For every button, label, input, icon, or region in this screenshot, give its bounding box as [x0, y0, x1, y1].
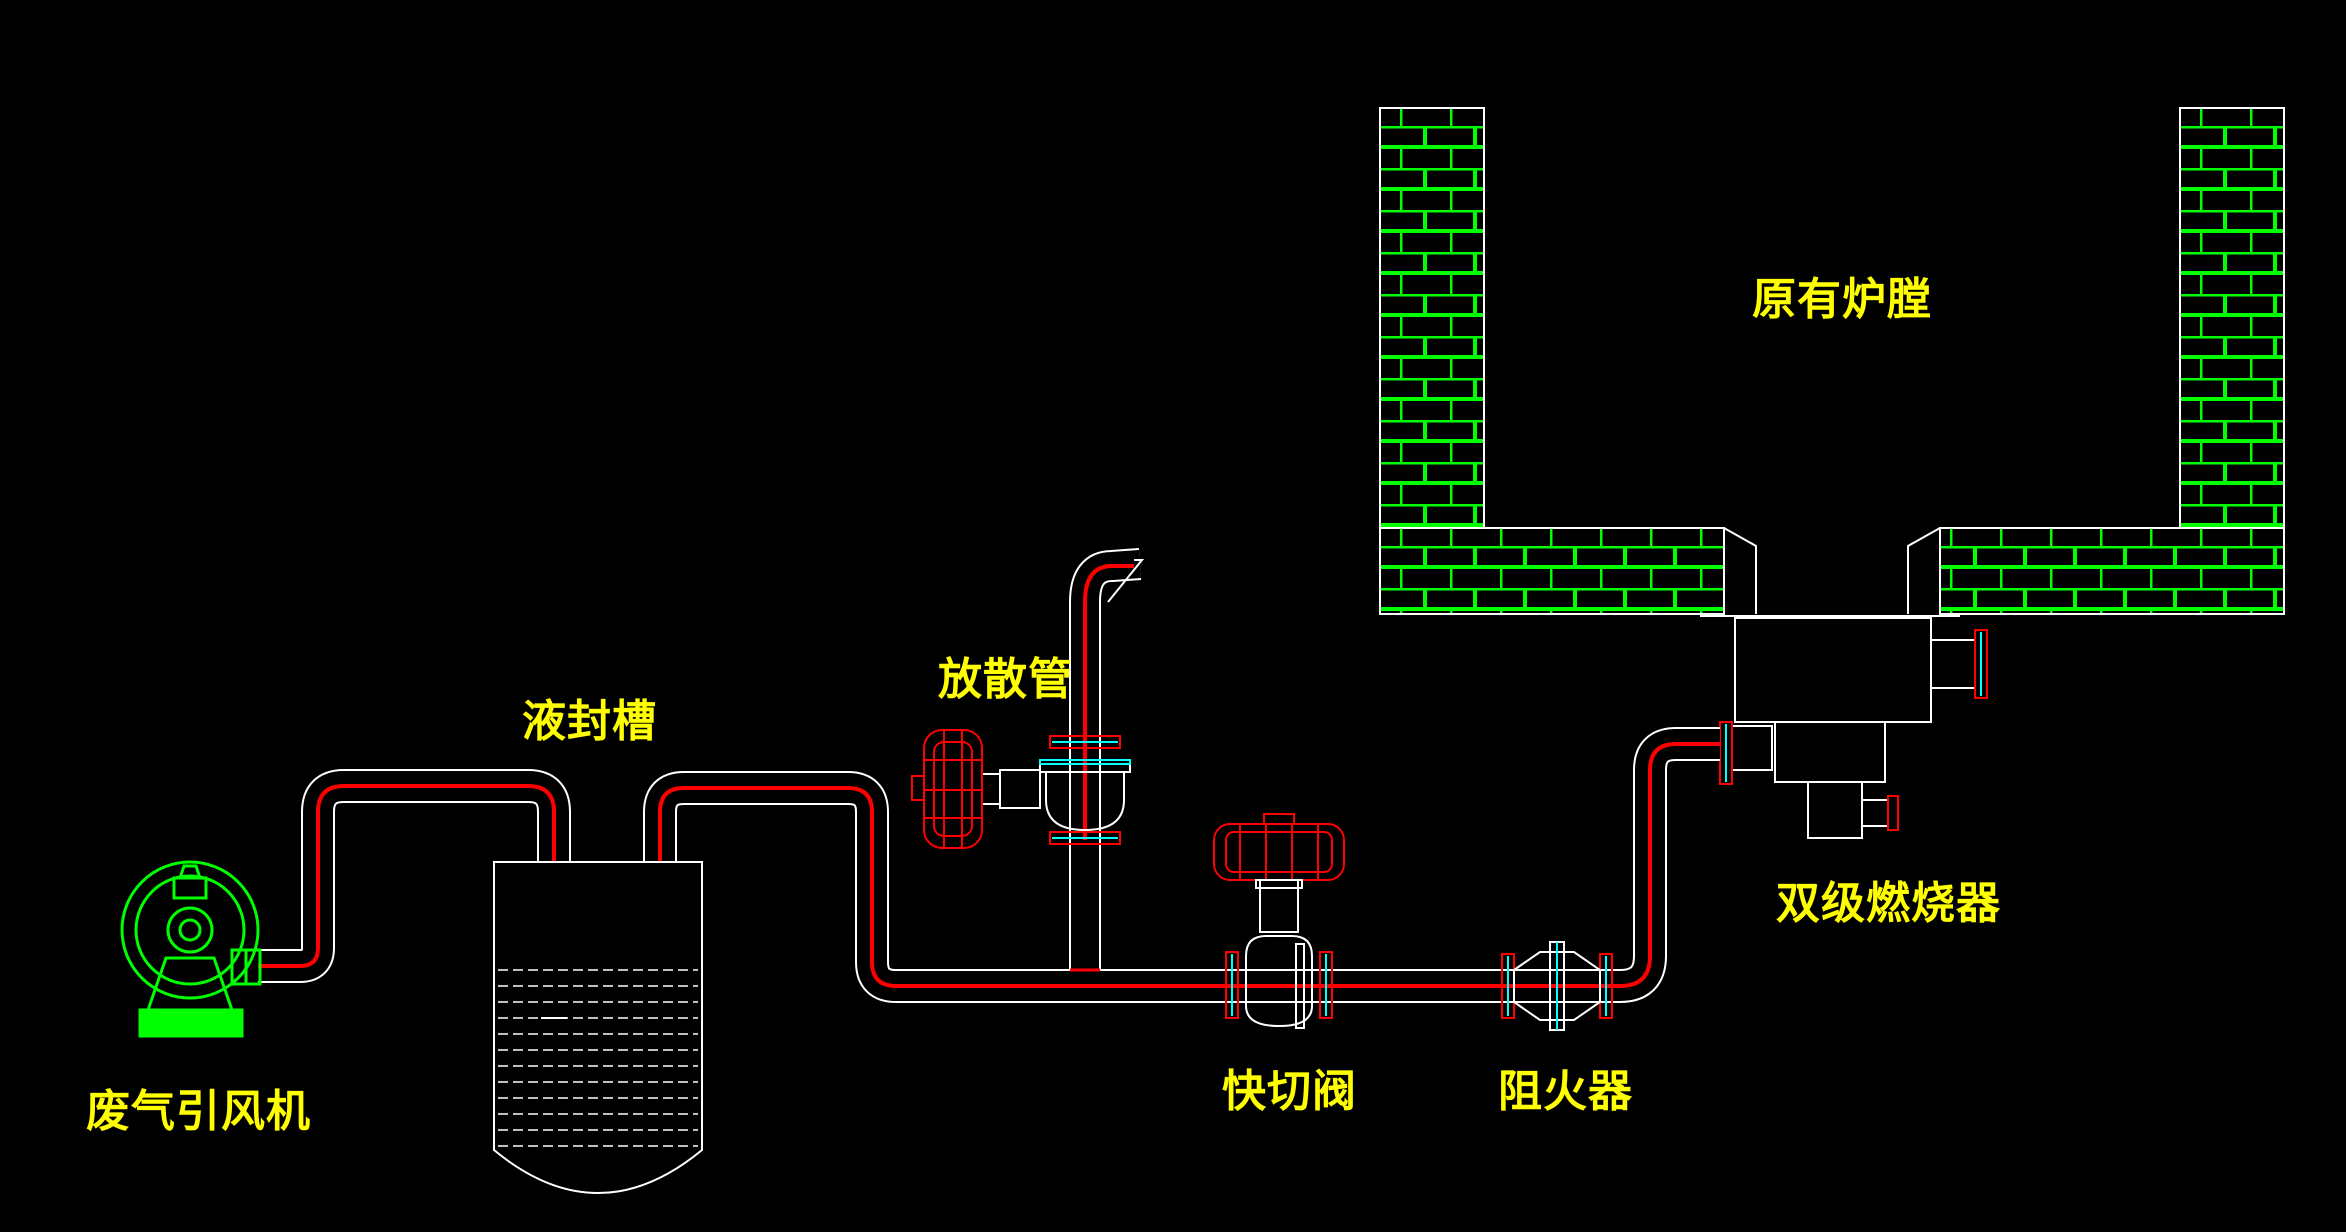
- exhaust-fan: [120, 860, 262, 1038]
- flame-arrester-body: [1513, 951, 1601, 1021]
- label-vent-pipe: 放散管: [938, 654, 1073, 705]
- label-quick-valve: 快切阀: [1222, 1066, 1357, 1117]
- vent-valve-body: [1045, 771, 1125, 832]
- vent-valve: [911, 729, 1131, 849]
- burner-throat: [1723, 527, 1941, 614]
- fan-base: [138, 1008, 244, 1038]
- seal-tank-body: [493, 861, 703, 1194]
- label-burner: 双级燃烧器: [1776, 878, 2001, 929]
- burner-lower-body: [1807, 781, 1863, 839]
- furnace-right-wall: [2179, 107, 2285, 529]
- liquid-seal-tank: [493, 861, 703, 1194]
- label-fan: 废气引风机: [86, 1086, 311, 1137]
- burner-lower-flange: [1887, 795, 1899, 831]
- vent-valve-actuator: [911, 729, 983, 849]
- flame-arrester: [1501, 941, 1613, 1031]
- quick-valve-body: [1245, 935, 1313, 1028]
- seal-liquid-lines: [498, 969, 698, 1147]
- burner: [1719, 617, 1988, 839]
- label-furnace: 原有炉膛: [1752, 274, 1932, 325]
- furnace: [1379, 107, 2285, 617]
- label-flame-arrester: 阻火器: [1498, 1066, 1633, 1117]
- pipeline: [258, 548, 1720, 1018]
- furnace-floor-right: [1939, 527, 2285, 615]
- label-liquid-seal: 液封槽: [522, 696, 657, 747]
- quick-shutoff-valve: [1213, 813, 1345, 1029]
- fan-casing: [120, 860, 260, 1000]
- burner-middle-body: [1774, 721, 1886, 783]
- burner-upper-body: [1734, 617, 1932, 723]
- burner-side-flange: [1974, 629, 1988, 699]
- furnace-left-wall: [1379, 107, 1485, 529]
- furnace-floor-left: [1379, 527, 1725, 615]
- quick-valve-actuator: [1213, 813, 1345, 881]
